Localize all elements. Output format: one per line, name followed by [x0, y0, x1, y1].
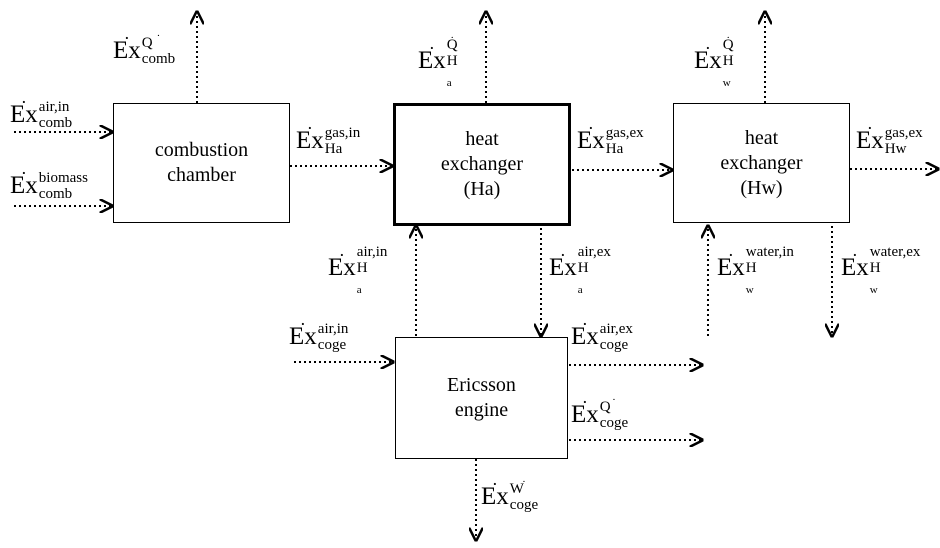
combustion-chamber-box: combustion chamber [113, 103, 290, 223]
heat-exchanger-hw-label: heat exchanger (Hw) [720, 126, 803, 199]
combustion-chamber-label: combustion chamber [154, 139, 249, 186]
heat-exchanger-ha-label: heat exchanger (Ha) [440, 128, 524, 200]
ericsson-engine-box: Ericsson engine [395, 337, 568, 459]
heat-exchanger-ha-box: heat exchanger (Ha) [393, 103, 571, 226]
heat-exchanger-hw-box: heat exchanger (Hw) [673, 103, 850, 223]
ericsson-engine-label: Ericsson engine [447, 374, 516, 421]
